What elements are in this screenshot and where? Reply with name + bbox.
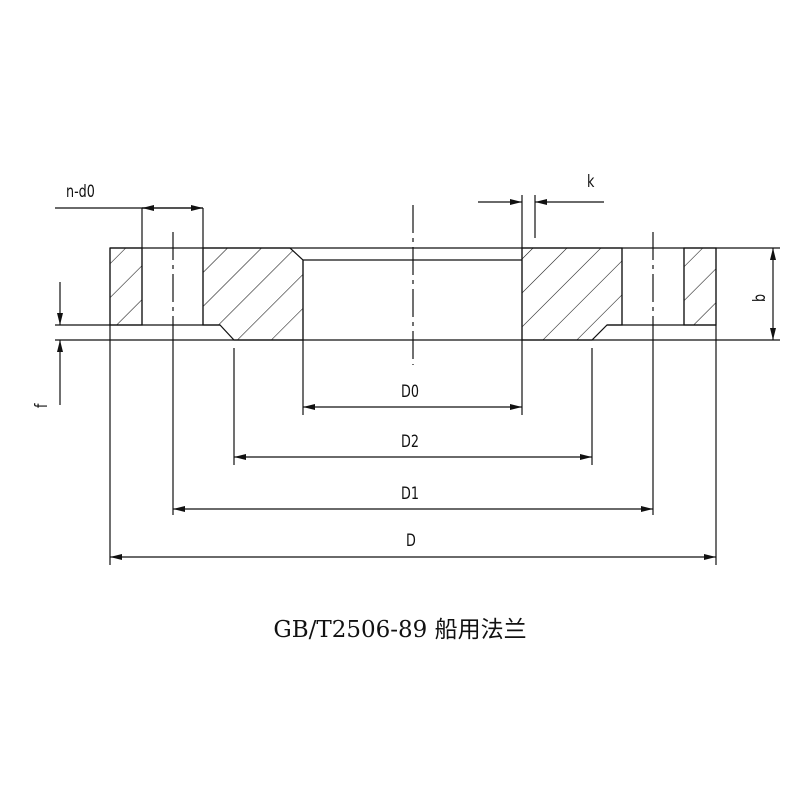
label-f: f: [32, 403, 52, 409]
label-D1: D1: [401, 484, 419, 504]
label-D0: D0: [401, 382, 419, 402]
drawing-title: GB/T2506-89 船用法兰: [273, 617, 527, 643]
center-lines: [172, 205, 654, 365]
label-k: k: [587, 172, 595, 192]
label-b: b: [750, 293, 770, 302]
label-D2: D2: [401, 432, 419, 452]
hatched-section-right: [521, 247, 717, 341]
label-D: D: [406, 531, 416, 551]
hatched-section-left: [109, 247, 304, 341]
label-n-d0: n-d0: [66, 182, 95, 202]
